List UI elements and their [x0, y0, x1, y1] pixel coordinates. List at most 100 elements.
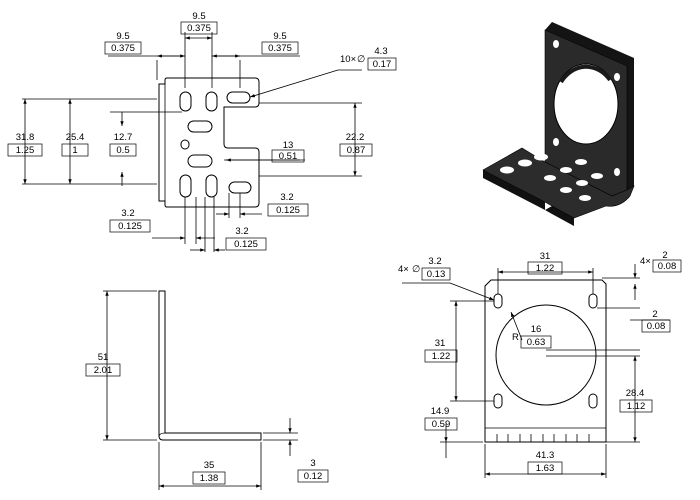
dim-side-thickness: 3 0.12 [297, 458, 329, 483]
dim-plate-2-top-mm: 2 [662, 250, 667, 261]
slot-hole [179, 174, 192, 198]
front-hole-callout-symbol: ∅ [357, 54, 365, 65]
dim-plate-radius-prefix: R [512, 332, 519, 343]
dim-3-2-right-mm: 3.2 [280, 192, 293, 203]
dim-plate-2-top-qty: 4× [640, 256, 651, 267]
iso-slot [576, 180, 588, 186]
dim-plate-28-4: 28.4 1.12 [619, 388, 653, 413]
dim-plate-14-9: 14.9 0.59 [424, 406, 458, 431]
slot-hole [187, 120, 213, 133]
dim-13: 13 0.51 [271, 140, 305, 163]
dim-plate-2-top-in: 0.08 [658, 261, 677, 272]
plate-motor-hole [495, 304, 597, 406]
dim-plate-41-3-in: 1.63 [536, 463, 555, 474]
front-hole-callout-qty: 10× [340, 54, 356, 65]
dim-12-7-mm: 12.7 [114, 132, 133, 143]
dim-side-length-mm: 35 [204, 460, 215, 471]
plate-mount-hole [493, 293, 503, 309]
dim-plate-14-9-in: 0.59 [432, 419, 451, 430]
dim-top-right-mm: 9.5 [273, 31, 286, 42]
slot-hole [205, 91, 218, 112]
dim-overall-height-mm: 31.8 [16, 132, 35, 143]
dim-plate-2-side-in: 0.08 [647, 321, 666, 332]
dim-plate-radius: R 16 0.63 [512, 324, 552, 349]
side-view: 51 2.01 35 1.38 3 0.12 [85, 290, 329, 490]
dim-plate-31-top-mm: 31 [540, 251, 551, 262]
dim-plate-14-9-mm: 14.9 [431, 406, 450, 417]
iso-slot [591, 173, 603, 179]
dim-3-2-right: 3.2 0.125 [267, 192, 309, 217]
dim-25-4: 25.4 1 [61, 132, 89, 157]
dim-plate-28-4-in: 1.12 [627, 401, 646, 412]
dim-plate-41-3: 41.3 1.63 [527, 450, 563, 475]
dim-13-mm: 13 [283, 140, 294, 151]
dim-overall-height: 31.8 1.25 [7, 132, 43, 157]
slot-hole [226, 91, 251, 104]
plate-bend-marks [496, 434, 590, 442]
dim-plate-radius-mm: 16 [531, 324, 542, 335]
dim-top-mid-mm: 9.5 [192, 11, 205, 22]
dim-25-4-mm: 25.4 [66, 132, 85, 143]
plate-hole-callout-symbol: ∅ [412, 264, 420, 275]
dim-plate-2-side: 2 0.08 [641, 309, 671, 333]
front-hole-callout-in: 0.17 [373, 59, 392, 70]
dim-top-right: 9.5 0.375 [261, 31, 299, 55]
dim-22-2-mm: 22.2 [346, 132, 365, 143]
plate-mount-hole [493, 393, 503, 409]
dim-overall-height-in: 1.25 [16, 145, 35, 156]
dim-3-2-left: 3.2 0.125 [109, 208, 151, 233]
dim-22-2-in: 0.87 [347, 145, 366, 156]
iso-mount-hole [614, 73, 620, 81]
dim-top-right-in: 0.375 [268, 43, 292, 54]
plate-hole-callout: 4× ∅ 3.2 0.13 [398, 256, 451, 281]
dim-plate-31-top: 31 1.22 [527, 251, 563, 275]
dim-side-height: 51 2.01 [85, 352, 121, 377]
dim-plate-radius-in: 0.63 [527, 337, 546, 348]
round-hole [180, 139, 190, 150]
dim-plate-31-top-in: 1.22 [536, 263, 555, 274]
dim-side-thickness-in: 0.12 [304, 471, 323, 482]
dim-12-7-in: 0.5 [116, 145, 129, 156]
plate-hole-callout-qty: 4× [398, 264, 409, 275]
iso-mount-hole [553, 138, 559, 146]
plate-mount-hole [588, 393, 598, 409]
dim-plate-41-3-mm: 41.3 [536, 450, 555, 461]
side-view-outline [158, 290, 262, 441]
dim-13-in: 0.51 [279, 151, 298, 162]
iso-slot [544, 175, 556, 181]
slot-hole [228, 181, 252, 194]
dim-top-left-mm: 9.5 [116, 31, 129, 42]
dim-12-7: 12.7 0.5 [109, 132, 137, 157]
iso-slot [534, 153, 548, 161]
iso-slot [560, 187, 572, 193]
dim-3-2-left-in: 0.125 [118, 221, 142, 232]
dim-plate-31-left: 31 1.22 [424, 338, 458, 363]
iso-mount-hole [553, 40, 559, 48]
dim-3-2-mid: 3.2 0.125 [225, 226, 267, 251]
iso-slot [560, 167, 572, 173]
iso-slot [575, 159, 587, 165]
iso-mount-hole [614, 168, 620, 176]
front-view: 9.5 0.375 9.5 0.375 9.5 0.375 10× ∅ 4.3 … [7, 11, 397, 252]
dim-plate-2-side-mm: 2 [652, 309, 657, 320]
dim-top-left: 9.5 0.375 [104, 31, 142, 55]
iso-base-holes [500, 153, 603, 201]
iso-slot [579, 195, 591, 201]
dim-side-height-mm: 51 [98, 352, 109, 363]
front-hole-callout-mm: 4.3 [374, 46, 387, 57]
front-hole-callout: 10× ∅ 4.3 0.17 [340, 46, 397, 71]
iso-base-side [483, 170, 574, 226]
slot-hole [179, 91, 192, 112]
plate-mount-hole [588, 293, 598, 309]
iso-slot [518, 159, 532, 167]
dim-side-length: 35 1.38 [192, 460, 226, 485]
slot-hole [187, 154, 213, 168]
iso-view [482, 22, 635, 226]
dim-3-2-right-in: 0.125 [276, 205, 300, 216]
dim-plate-28-4-mm: 28.4 [626, 388, 645, 399]
iso-motor-hole [553, 63, 619, 145]
dim-side-height-in: 2.01 [94, 365, 113, 376]
plate-hole-callout-in: 0.13 [427, 269, 446, 280]
dim-plate-31-left-in: 1.22 [432, 351, 451, 362]
